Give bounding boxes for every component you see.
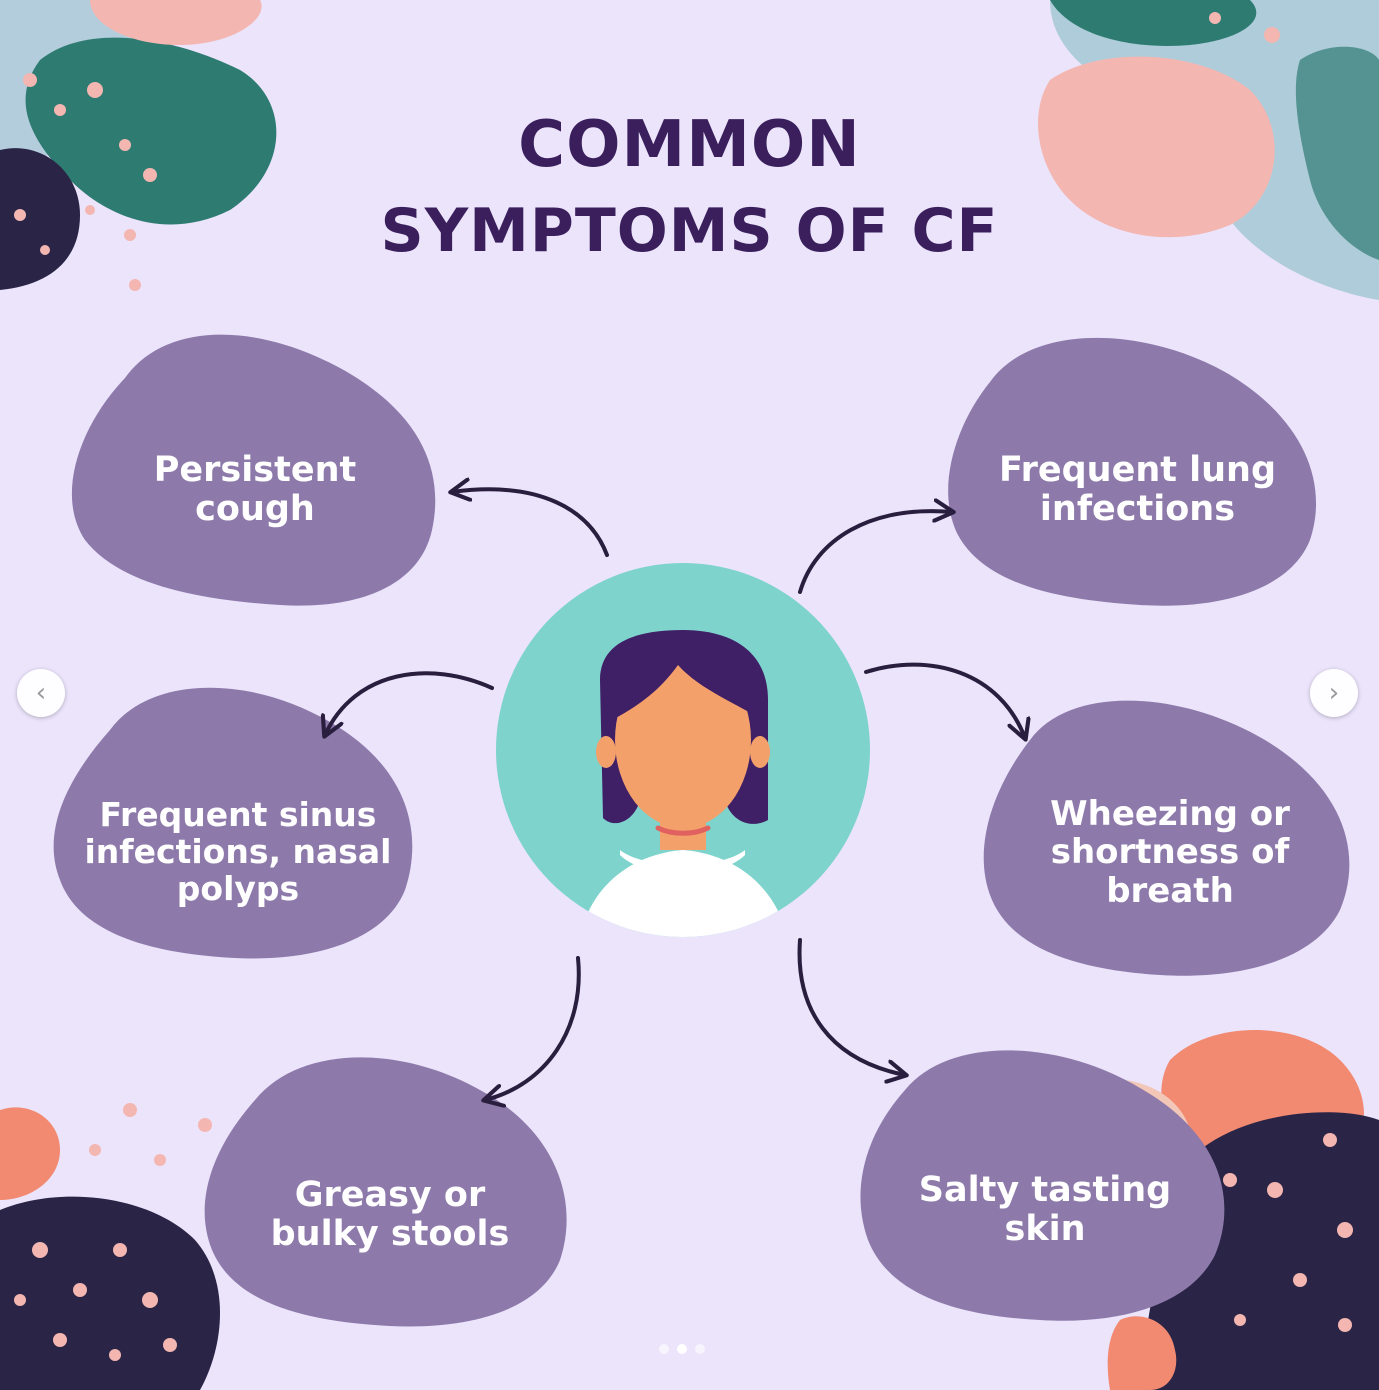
symptom-blob-salty-skin	[860, 1050, 1225, 1321]
symptom-blob-wheezing	[983, 700, 1350, 976]
page-title-line2: SYMPTOMS OF CF	[380, 196, 999, 266]
symptom-blob-greasy-stools	[204, 1057, 567, 1327]
arrow-to-persistent-cough	[452, 489, 609, 557]
page-title-line1: COMMON	[518, 108, 861, 182]
carousel-pagination	[659, 1344, 705, 1354]
symptom-label-wheezing: Wheezing or shortness of breath	[1050, 794, 1290, 911]
chevron-left-icon: ‹	[35, 678, 47, 708]
symptom-blob-persistent-cough	[71, 334, 436, 606]
arrow-to-salty-skin	[797, 938, 905, 1075]
symptom-blob-frequent-sinus-infections	[53, 687, 413, 959]
symptom-label-persistent-cough: Persistent cough	[153, 449, 357, 529]
carousel-prev-button[interactable]: ‹	[17, 669, 65, 717]
paint-decoration-top-left	[0, 0, 277, 291]
chevron-right-icon: ›	[1328, 678, 1340, 708]
symptom-label-greasy-stools: Greasy or bulky stools	[270, 1174, 510, 1254]
arrow-to-greasy-stools	[485, 956, 581, 1100]
arrow-to-wheezing	[864, 662, 1025, 738]
paint-decoration-bottom-left	[0, 1103, 220, 1390]
carousel-dot[interactable]	[695, 1344, 705, 1354]
carousel-dot[interactable]	[659, 1344, 669, 1354]
carousel-next-button[interactable]: ›	[1310, 669, 1358, 717]
carousel-dot[interactable]	[677, 1344, 687, 1354]
arrow-to-frequent-lung-infections	[798, 511, 952, 594]
paint-decoration-top-right	[1038, 0, 1379, 300]
symptom-label-salty-skin: Salty tasting skin	[918, 1169, 1172, 1249]
person-avatar-icon	[496, 563, 870, 937]
symptom-label-frequent-sinus-infections: Frequent sinus infections, nasal polyps	[84, 795, 392, 908]
symptom-label-frequent-lung-infections: Frequent lung infections	[998, 449, 1277, 529]
symptom-blob-frequent-lung-infections	[948, 337, 1317, 606]
arrow-to-frequent-sinus-infections	[325, 671, 494, 735]
